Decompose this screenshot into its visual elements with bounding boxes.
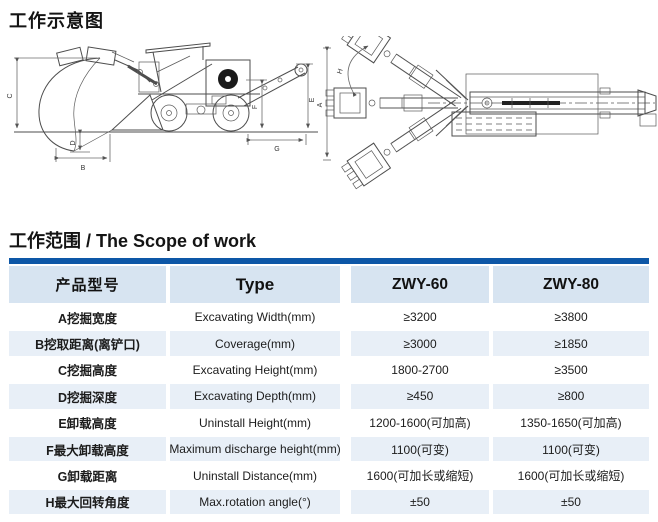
row-label-zh: H最大回转角度	[9, 489, 166, 515]
table-body: A挖掘宽度 Excavating Width(mm) ≥3200 ≥3800 B…	[9, 305, 649, 515]
row-value-zwy80: ≥1850	[493, 331, 649, 356]
row-value-zwy80: ≥800	[493, 384, 649, 409]
header-cell-product-model: 产品型号	[9, 266, 166, 303]
row-value-zwy60: ≥450	[351, 384, 489, 409]
side-view-drawing: C B D F E G	[7, 42, 318, 172]
row-value-zwy80: 1100(可变)	[493, 436, 649, 462]
row-label-en: Max.rotation angle(°)	[170, 489, 340, 515]
column-divider	[340, 331, 351, 355]
row-label-en: Coverage(mm)	[170, 331, 340, 356]
dim-label-b: B	[81, 165, 86, 172]
dim-label-e: E	[309, 97, 316, 102]
dim-label-a: A	[317, 102, 324, 107]
table-row: F最大卸载高度 Maximum discharge height(mm) 110…	[9, 436, 649, 462]
row-label-en: Maximum discharge height(mm)	[169, 436, 341, 462]
column-divider	[340, 384, 351, 408]
row-value-zwy60: ≥3000	[351, 331, 489, 356]
table-row: B挖取距离(离铲口) Coverage(mm) ≥3000 ≥1850	[9, 331, 649, 356]
section-title-en: / The Scope of work	[86, 231, 257, 251]
row-label-en: Excavating Depth(mm)	[170, 384, 340, 409]
row-value-zwy60: 1600(可加长或缩短)	[366, 469, 474, 484]
dim-label-f: F	[252, 105, 259, 109]
row-label-en: Uninstall Height(mm)	[198, 415, 312, 430]
column-divider	[340, 490, 351, 514]
column-divider	[340, 358, 351, 382]
column-divider	[340, 266, 351, 303]
row-value-zwy80: ≥3500	[554, 362, 588, 377]
row-value-zwy60: 1100(可变)	[351, 436, 489, 462]
row-label-zh: B挖取距离(离铲口)	[9, 331, 166, 356]
row-value-zwy60: ≥3200	[403, 310, 437, 325]
table-row: D挖掘深度 Excavating Depth(mm) ≥450 ≥800	[9, 384, 649, 409]
table-row: E卸载高度 Uninstall Height(mm) 1200-1600(可加高…	[9, 411, 649, 435]
column-divider	[340, 305, 351, 329]
table-row: G卸载距离 Uninstall Distance(mm) 1600(可加长或缩短…	[9, 463, 649, 487]
section-title: 工作范围/ The Scope of work	[9, 227, 256, 253]
table-header-row: 产品型号 Type ZWY-60 ZWY-80	[9, 266, 649, 303]
row-label-en: Excavating Height(mm)	[192, 362, 318, 377]
row-value-zwy80: ±50	[493, 489, 649, 515]
dim-label-d: D	[70, 140, 77, 145]
column-divider	[340, 437, 351, 461]
row-value-zwy80: 1600(可加长或缩短)	[517, 469, 625, 484]
table-row: A挖掘宽度 Excavating Width(mm) ≥3200 ≥3800	[9, 305, 649, 329]
page-title: 工作示意图	[9, 11, 104, 31]
header-cell-zwy80: ZWY-80	[493, 266, 649, 303]
row-value-zwy60: 1800-2700	[391, 362, 449, 377]
row-label-zh: F最大卸载高度	[9, 436, 166, 462]
row-value-zwy60: ±50	[351, 489, 489, 515]
row-value-zwy60: 1200-1600(可加高)	[369, 416, 471, 431]
row-label-en: Uninstall Distance(mm)	[192, 468, 318, 483]
row-label-zh: C挖掘高度	[57, 364, 118, 379]
table-row: C挖掘高度 Excavating Height(mm) 1800-2700 ≥3…	[9, 358, 649, 382]
row-value-zwy80: 1350-1650(可加高)	[520, 416, 622, 431]
table-accent-bar	[9, 258, 649, 264]
dim-label-c: C	[7, 93, 14, 98]
column-divider	[340, 411, 351, 435]
row-label-zh: E卸载高度	[58, 417, 117, 432]
row-label-zh: G卸载距离	[57, 470, 118, 485]
header-cell-zwy60: ZWY-60	[351, 266, 489, 303]
table-row: H最大回转角度 Max.rotation angle(°) ±50 ±50	[9, 489, 649, 515]
row-label-zh: D挖掘深度	[9, 384, 166, 409]
top-view-drawing: A H	[317, 36, 657, 191]
row-value-zwy80: ≥3800	[554, 310, 588, 325]
header-cell-type: Type	[170, 266, 340, 303]
dim-label-g: G	[274, 146, 279, 153]
column-divider	[340, 463, 351, 487]
work-schematic-diagram: C B D F E G A H	[7, 36, 657, 191]
dim-label-h: H	[336, 68, 344, 75]
row-label-en: Excavating Width(mm)	[194, 310, 316, 325]
scope-of-work-table: 产品型号 Type ZWY-60 ZWY-80 A挖掘宽度 Excavating…	[9, 258, 649, 515]
section-title-zh: 工作范围	[9, 231, 81, 251]
row-label-zh: A挖掘宽度	[57, 311, 118, 326]
